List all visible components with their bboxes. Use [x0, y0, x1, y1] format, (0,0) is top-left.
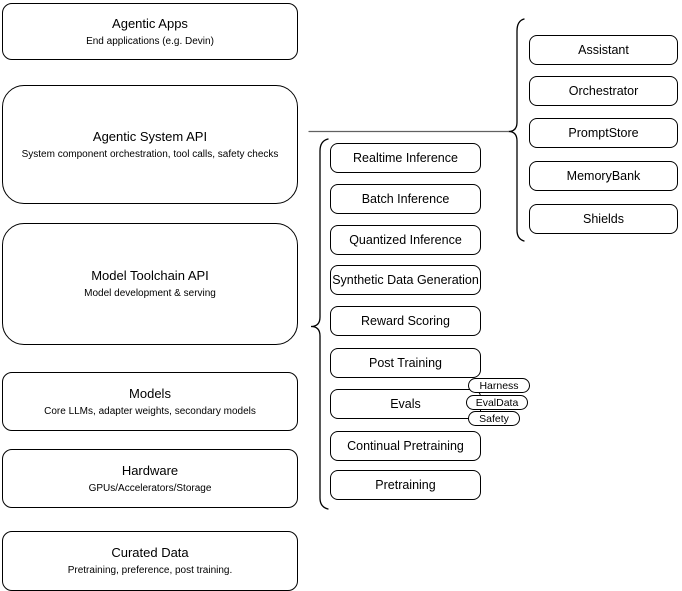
node-subtitle: GPUs/Accelerators/Storage	[88, 482, 212, 494]
pill-evaldata: EvalData	[466, 395, 528, 410]
node-subtitle: Pretraining, preference, post training.	[67, 565, 233, 576]
node-agentic-apps: Agentic Apps End applications (e.g. Devi…	[2, 3, 298, 60]
node-models: Models Core LLMs, adapter weights, secon…	[2, 372, 298, 431]
node-memorybank: MemoryBank	[529, 161, 678, 191]
node-shields: Shields	[529, 204, 678, 234]
node-agentic-system-api: Agentic System API System component orch…	[2, 85, 298, 204]
node-post-training: Post Training	[330, 348, 481, 378]
node-evals: Evals	[330, 389, 481, 419]
node-realtime-inference: Realtime Inference	[330, 143, 481, 173]
node-batch-inference: Batch Inference	[330, 184, 481, 214]
node-title: Hardware	[121, 462, 179, 478]
node-subtitle: End applications (e.g. Devin)	[86, 35, 214, 47]
pill-safety: Safety	[468, 411, 520, 426]
node-subtitle: System component orchestration, tool cal…	[21, 148, 279, 160]
node-assistant: Assistant	[529, 35, 678, 65]
node-title: Model Toolchain API	[91, 268, 209, 283]
node-subtitle: Model development & serving	[84, 288, 216, 299]
node-quantized-inference: Quantized Inference	[330, 225, 481, 255]
node-model-toolchain-api: Model Toolchain API Model development & …	[2, 223, 298, 345]
node-pretraining: Pretraining	[330, 470, 481, 500]
node-orchestrator: Orchestrator	[529, 76, 678, 106]
brace-middle-column	[310, 138, 329, 510]
node-subtitle: Core LLMs, adapter weights, secondary mo…	[44, 405, 256, 417]
node-continual-pretraining: Continual Pretraining	[330, 431, 481, 461]
node-hardware: Hardware GPUs/Accelerators/Storage	[2, 449, 298, 508]
pill-harness: Harness	[468, 378, 530, 393]
node-synthetic-data-generation: Synthetic Data Generation	[330, 265, 481, 295]
node-title: Agentic System API	[92, 128, 208, 144]
node-promptstore: PromptStore	[529, 118, 678, 148]
brace-right-column	[508, 18, 525, 242]
node-curated-data: Curated Data Pretraining, preference, po…	[2, 531, 298, 591]
node-title: Agentic Apps	[112, 15, 188, 31]
node-title: Models	[129, 385, 171, 401]
node-title: Curated Data	[111, 545, 189, 560]
node-reward-scoring: Reward Scoring	[330, 306, 481, 336]
